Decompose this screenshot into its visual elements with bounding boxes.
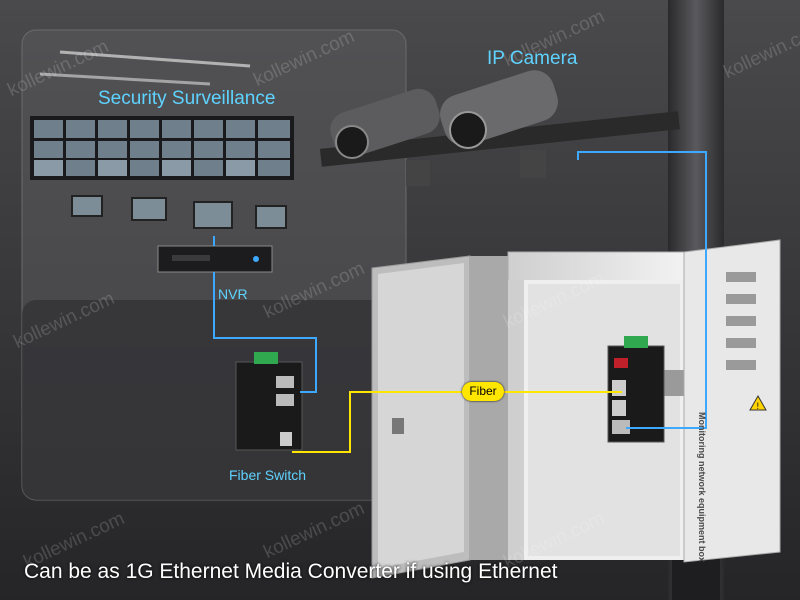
caption: Can be as 1G Ethernet Media Converter if… [24,560,557,584]
fiber-label: Fiber [462,382,504,401]
nvr-label: NVR [218,286,248,302]
nvr-icon [158,246,272,272]
ip-camera-label: IP Camera [487,48,577,70]
fiber-switch-label: Fiber Switch [229,467,306,483]
equipment-box-label: Monitoring network equipment box [697,412,707,532]
security-surveillance-label: Security Surveillance [98,88,275,110]
switch-icon [236,352,302,450]
svg-text:!: ! [756,402,760,412]
converter-device [608,336,664,442]
